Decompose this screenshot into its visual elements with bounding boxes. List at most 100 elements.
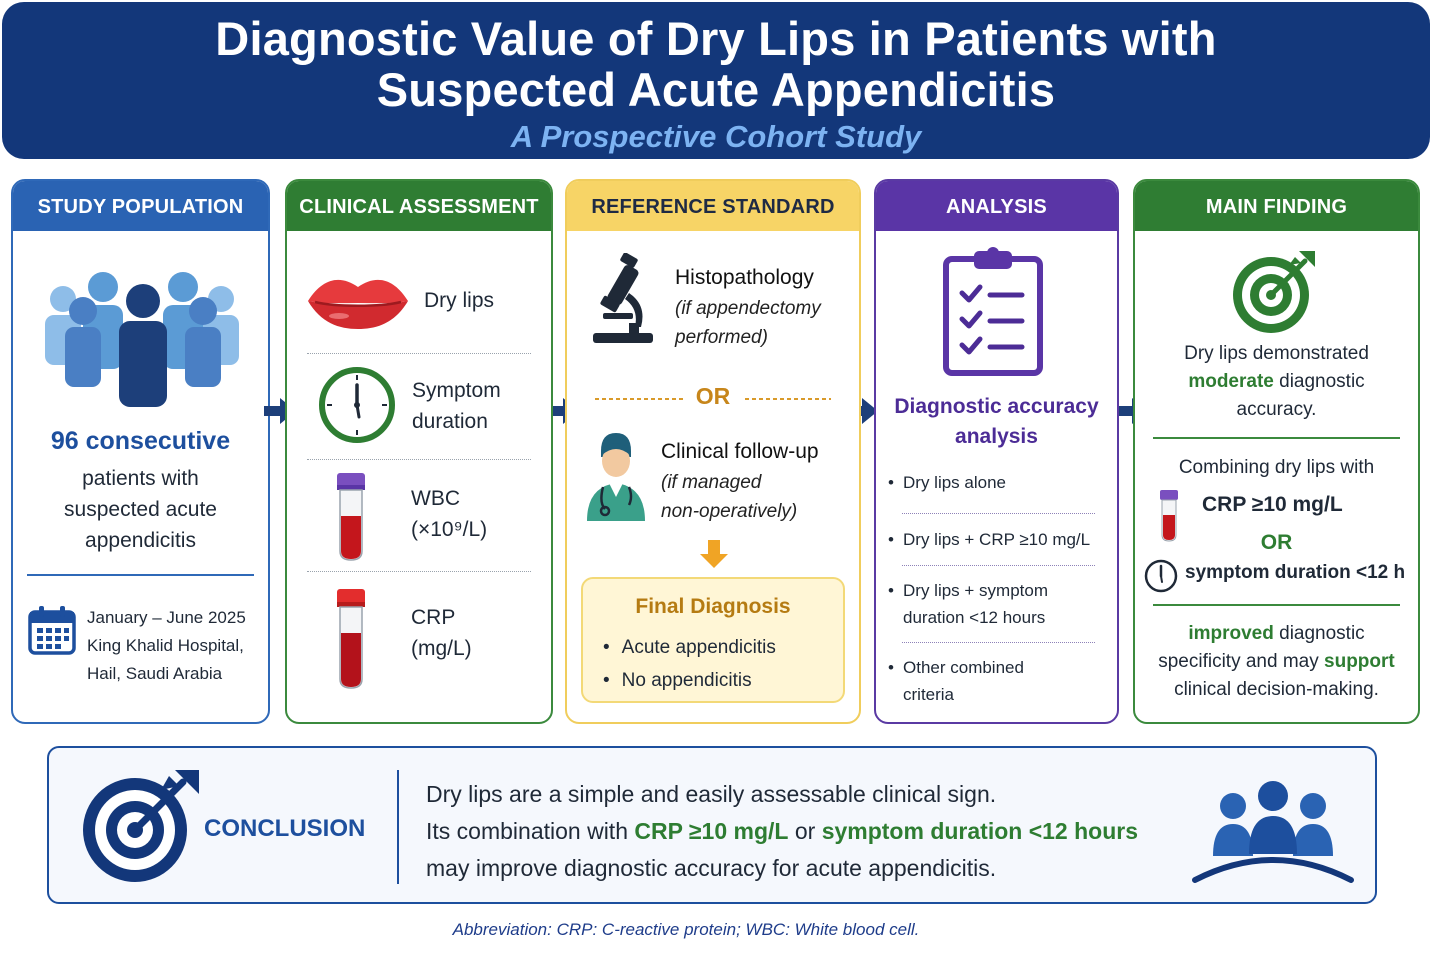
team-icon — [1192, 781, 1354, 883]
followup-note-line-2: non-operatively) — [661, 501, 798, 522]
analysis-item: •Dry lips alone — [888, 473, 1006, 492]
population-divider — [27, 574, 254, 576]
conclusion-label: CONCLUSION — [204, 815, 366, 842]
finding-or: OR — [1260, 531, 1293, 554]
page-title: Diagnostic Value of Dry Lips in Patients… — [2, 2, 1430, 115]
final-diagnosis-box: Final Diagnosis Acute appendicitis No ap… — [581, 577, 845, 703]
assessment-item-dry-lips: Dry lips — [424, 289, 495, 312]
test-tube-icon — [1160, 490, 1178, 542]
calendar-icon — [28, 606, 76, 655]
analysis-item-text: Dry lips alone — [903, 473, 1006, 492]
finding-line-3: accuracy. — [1236, 399, 1317, 420]
title-line-2: Suspected Acute Appendicitis — [376, 63, 1056, 116]
analysis-panel: ANALYSIS Diagnostic accuracy analysis •D… — [874, 179, 1119, 724]
people-group-icon — [45, 272, 239, 407]
conclusion-highlight-crp: CRP ≥10 mg/L — [634, 818, 789, 844]
assessment-item-symptom-duration: Symptom duration — [412, 375, 501, 437]
finding-line-2: diagnostic — [1273, 371, 1365, 392]
symptom-duration-line-2: duration — [412, 410, 488, 433]
study-site-line-2: Hail, Saudi Arabia — [87, 664, 223, 683]
final-diagnosis-title: Final Diagnosis — [635, 595, 791, 618]
finding-combining: Combining dry lips with — [1178, 457, 1375, 478]
main-finding-heading: MAIN FINDING — [1135, 181, 1418, 231]
conclusion-text: Dry lips are a simple and easily assessa… — [426, 776, 1138, 887]
histopathology-note-line-2: performed) — [675, 327, 768, 348]
analysis-item-text: Dry lips + CRP ≥10 mg/L — [903, 530, 1091, 549]
test-tube-icon — [337, 473, 365, 561]
finding-r3: clinical decision-making. — [1174, 679, 1379, 700]
conclusion-separator — [397, 770, 399, 884]
clipboard-checklist-icon — [943, 247, 1043, 376]
assessment-divider — [307, 571, 531, 572]
study-population-panel: STUDY POPULATION 96 consecutive patients… — [11, 179, 270, 724]
lips-icon — [308, 279, 408, 329]
followup-note-line-1: (if managed — [661, 472, 762, 493]
histopathology-note: (if appendectomy performed) — [675, 294, 821, 352]
conclusion-box: CONCLUSION Dry lips are a simple and eas… — [47, 746, 1377, 904]
finding-highlight-support: support — [1324, 651, 1395, 672]
symptom-duration-line-1: Symptom — [412, 379, 501, 402]
histopathology-note-line-1: (if appendectomy — [675, 298, 821, 319]
study-period-site: January – June 2025 King Khalid Hospital… — [87, 604, 246, 688]
target-icon — [83, 770, 199, 882]
followup-note: (if managed non-operatively) — [661, 468, 797, 526]
conclusion-line-2-mid: or — [788, 818, 822, 844]
title-line-1: Diagnostic Value of Dry Lips in Patients… — [215, 12, 1217, 65]
population-count: 96 consecutive — [50, 427, 231, 455]
analysis-heading: ANALYSIS — [876, 181, 1117, 231]
analysis-divider — [902, 642, 1095, 643]
reference-standard-panel: REFERENCE STANDARD Histopathology (if ap… — [565, 179, 861, 724]
doctor-icon — [587, 433, 645, 521]
analysis-item-text: Dry lips + symptom — [903, 581, 1048, 600]
list-item: Acute appendicitis — [603, 631, 776, 664]
finding-divider — [1153, 604, 1400, 606]
clock-icon — [1144, 559, 1178, 593]
final-diagnosis-list: Acute appendicitis No appendicitis — [603, 631, 776, 697]
microscope-icon — [593, 253, 653, 343]
analysis-item-text: duration <12 hours — [903, 608, 1046, 627]
population-description: patients with suspected acute appendicit… — [13, 463, 268, 556]
finding-line-1: Dry lips demonstrated — [1184, 343, 1369, 364]
clinical-assessment-panel: CLINICAL ASSESSMENT Dry lips Symptom dur… — [285, 179, 553, 724]
analysis-item: •Dry lips + CRP ≥10 mg/L — [888, 530, 1091, 549]
or-label: OR — [695, 383, 731, 409]
crp-line-2: (mg/L) — [411, 637, 472, 660]
conclusion-highlight-symptom: symptom duration <12 hours — [821, 818, 1138, 844]
finding-r2: specificity and may — [1158, 651, 1325, 672]
finding-divider — [1153, 437, 1400, 439]
right-arrow-icon — [846, 398, 878, 424]
study-period: January – June 2025 — [87, 608, 246, 627]
analysis-title-line-2: analysis — [955, 425, 1038, 448]
or-divider — [595, 398, 831, 400]
finding-highlight-moderate: moderate — [1188, 371, 1274, 392]
assessment-item-crp: CRP (mg/L) — [411, 602, 472, 664]
page-subtitle: A Prospective Cohort Study — [510, 119, 922, 154]
main-finding-panel: MAIN FINDING Dry lips demonstrated moder… — [1133, 179, 1420, 724]
assessment-divider — [307, 459, 531, 460]
analysis-title-line-1: Diagnostic accuracy — [894, 395, 1099, 418]
reference-standard-heading: REFERENCE STANDARD — [567, 181, 859, 231]
assessment-item-wbc: WBC (×10⁹/L) — [411, 483, 487, 545]
population-desc-line-1: patients with — [82, 467, 199, 490]
population-desc-line-3: appendicitis — [85, 529, 196, 552]
header-banner: Diagnostic Value of Dry Lips in Patients… — [2, 2, 1430, 159]
abbreviation-footnote: Abbreviation: CRP: C-reactive protein; W… — [452, 920, 920, 939]
test-tube-icon — [337, 589, 365, 689]
finding-highlight-improved: improved — [1188, 623, 1274, 644]
assessment-divider — [307, 353, 531, 354]
study-population-heading: STUDY POPULATION — [13, 181, 268, 231]
population-desc-line-2: suspected acute — [64, 498, 217, 521]
conclusion-line-1: Dry lips are a simple and easily assessa… — [426, 781, 997, 807]
clock-icon — [319, 367, 395, 443]
clinical-assessment-heading: CLINICAL ASSESSMENT — [287, 181, 551, 231]
target-icon — [1233, 251, 1315, 333]
wbc-line-2: (×10⁹/L) — [411, 518, 488, 541]
analysis-divider — [902, 513, 1095, 514]
study-site-line-1: King Khalid Hospital, — [87, 636, 244, 655]
finding-conclusion: improved diagnostic specificity and may … — [1135, 620, 1418, 704]
down-arrow-icon — [700, 540, 728, 568]
crp-line-1: CRP — [411, 606, 456, 629]
histopathology-title: Histopathology — [675, 266, 814, 289]
